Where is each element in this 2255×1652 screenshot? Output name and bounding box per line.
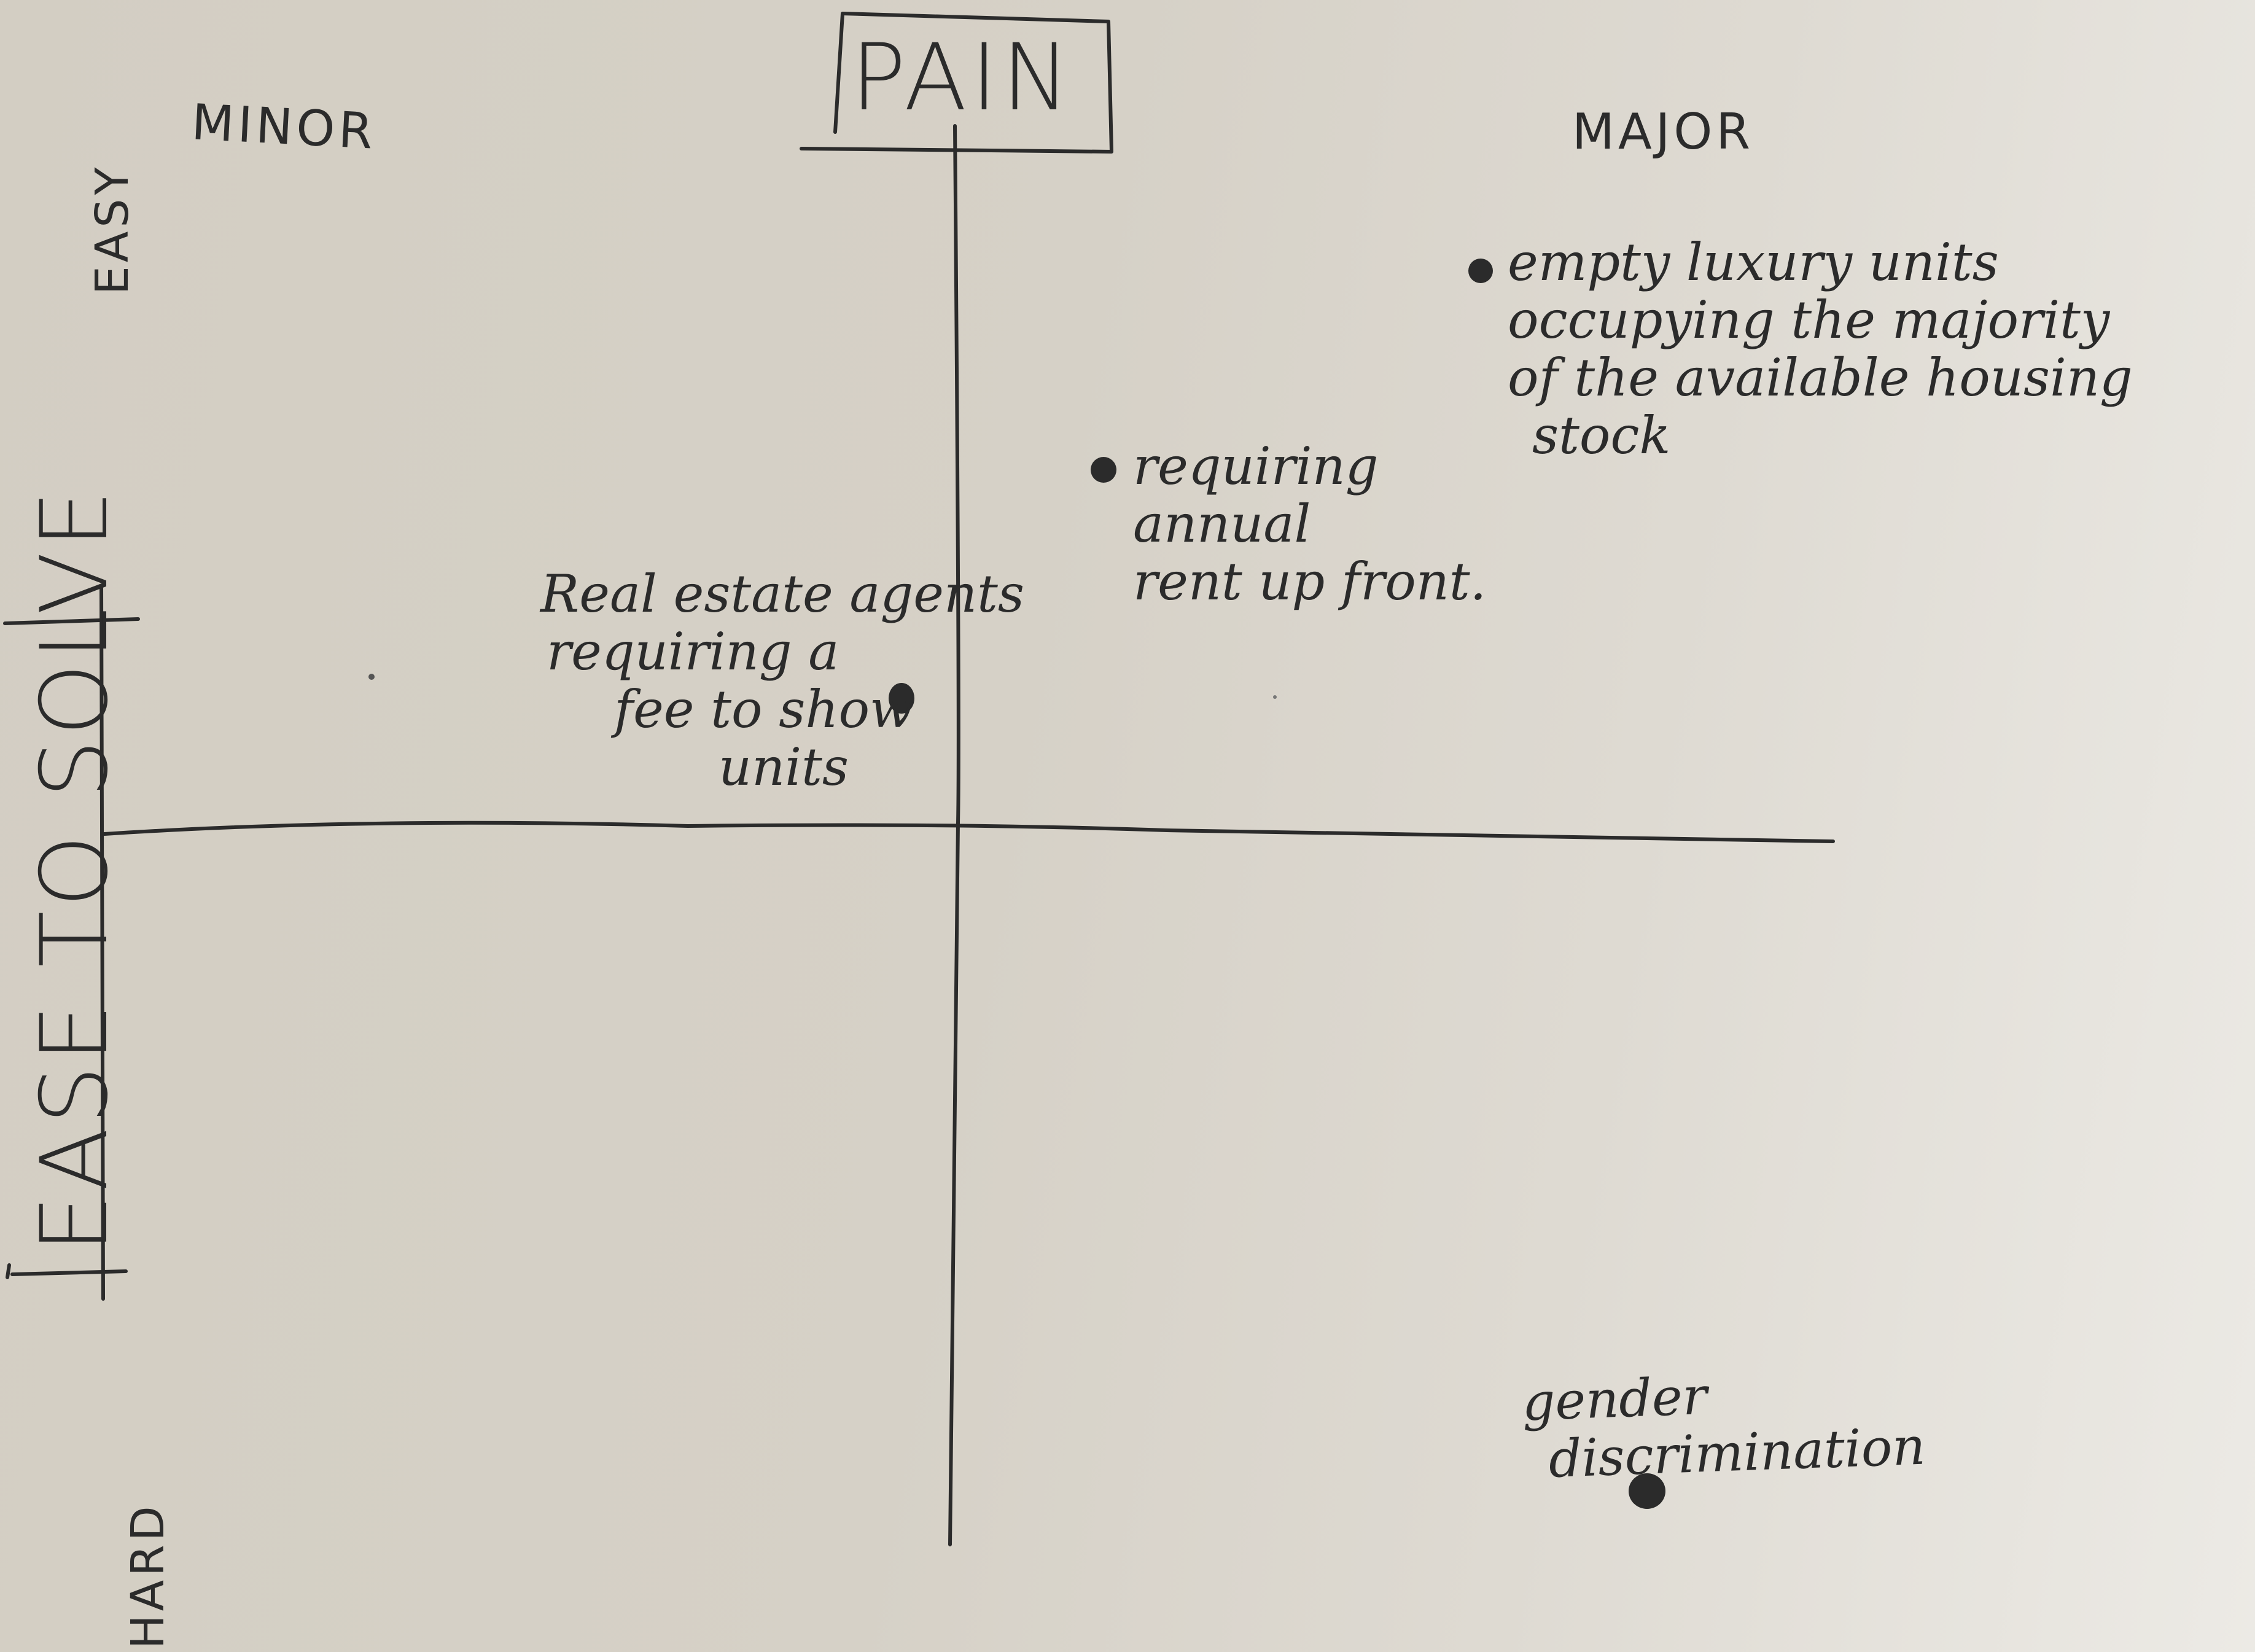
x-axis-title: PAIN xyxy=(851,25,1074,131)
note-line: rent up front. xyxy=(1133,551,1487,612)
x-axis-max-label: MAJOR xyxy=(1572,103,1754,160)
note-gender: gender discrimination xyxy=(1521,1360,1926,1489)
dot-gender xyxy=(1629,1473,1665,1509)
dot-rent xyxy=(1091,457,1116,483)
note-agents: Real estate agents requiring a fee to sh… xyxy=(540,565,1024,796)
x-axis-min-label: MINOR xyxy=(190,93,378,160)
note-luxury: empty luxury units occupying the majorit… xyxy=(1508,233,2133,464)
note-line: occupying the majority xyxy=(1508,290,2110,351)
paper-speck xyxy=(368,674,375,680)
note-line: annual xyxy=(1133,494,1311,555)
ease-box-left-edge xyxy=(6,1263,11,1279)
ease-box-top xyxy=(99,585,105,1301)
y-axis-bottom-label: HARD xyxy=(122,1502,174,1649)
note-line: requiring a xyxy=(547,621,839,682)
note-line: discrimination xyxy=(1548,1416,1926,1490)
note-line: requiring xyxy=(1133,436,1379,496)
dot-luxury xyxy=(1468,259,1493,283)
ease-box-top-edge xyxy=(3,617,140,625)
y-axis-title: EASE TO SOLVE xyxy=(21,486,128,1253)
dot-agents xyxy=(889,683,914,714)
note-line: fee to show xyxy=(614,679,914,740)
ease-box-bottom-edge xyxy=(10,1269,128,1276)
horizontal-axis xyxy=(103,820,1835,843)
note-line: units xyxy=(719,737,849,798)
note-line: of the available housing xyxy=(1508,348,2133,408)
note-line: Real estate agents xyxy=(540,564,1024,624)
vertical-axis xyxy=(948,124,960,1546)
pain-title-box-left xyxy=(833,12,844,134)
note-line: empty luxury units xyxy=(1508,232,1999,292)
note-line: stock xyxy=(1532,405,1671,466)
y-axis-top-label: EASY xyxy=(86,163,139,295)
note-rent: requiring annual rent up front. xyxy=(1133,437,1486,610)
paper-speck xyxy=(1273,695,1277,699)
